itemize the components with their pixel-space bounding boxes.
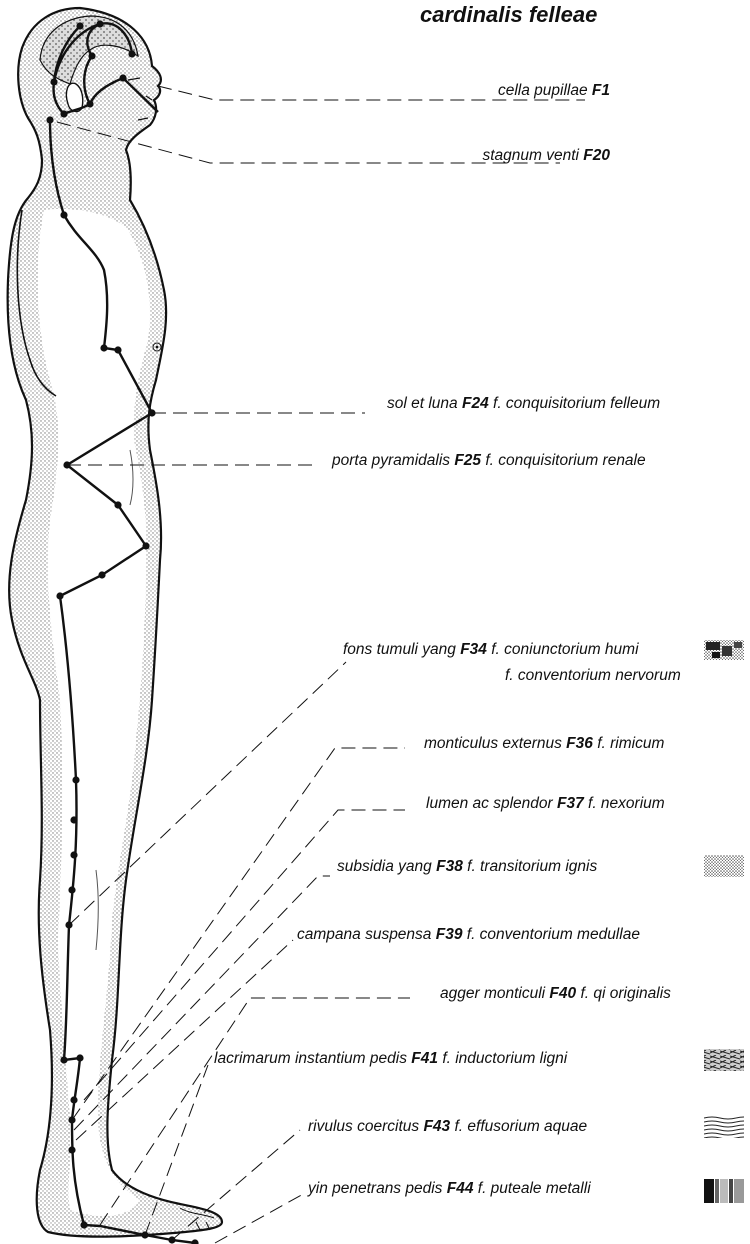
acupoint-dot [60, 110, 67, 117]
acupoint-dot [86, 100, 93, 107]
acupoint-dot [65, 921, 72, 928]
acupoint-dot [50, 78, 57, 85]
leader-f38 [74, 876, 330, 1130]
acupoint-dot [80, 1221, 87, 1228]
acupoint-dot [70, 1096, 77, 1103]
acupoint-dot [100, 344, 107, 351]
acupoint-dot [70, 816, 77, 823]
leader-f39 [76, 940, 293, 1140]
leader-f44 [215, 1193, 305, 1243]
acupoint-dot [60, 211, 67, 218]
acupoint-dot [56, 592, 63, 599]
label-f20: stagnum venti F20 [482, 147, 610, 165]
acupoint-dot [63, 461, 70, 468]
acupoint-dot [128, 50, 135, 57]
acupoint-dot [68, 1146, 75, 1153]
leader-f43 [172, 1130, 300, 1240]
leader-f34 [69, 662, 346, 925]
label-f36: monticulus externus F36 f. rimicum [424, 735, 664, 753]
acupoint-dot [96, 20, 103, 27]
label-f37: lumen ac splendor F37 f. nexorium [426, 795, 665, 813]
acupoint-dot [72, 776, 79, 783]
label-f24: sol et luna F24 f. conquisitorium felleu… [387, 395, 660, 413]
acupoint-dot [191, 1239, 198, 1244]
label-f25: porta pyramidalis F25 f. conquisitorium … [332, 452, 646, 470]
acupoint-dot [60, 1056, 67, 1063]
acupoint-dot [114, 346, 121, 353]
acupoint-dot [114, 501, 121, 508]
acupoint-dot [168, 1236, 175, 1243]
label-f34-extra: f. conventorium nervorum [505, 667, 681, 685]
acupoint-dot [98, 571, 105, 578]
acupoint-dot [68, 886, 75, 893]
label-f1: cella pupillae F1 [498, 82, 610, 100]
acupoint-dot [76, 1054, 83, 1061]
label-f43: rivulus coercitus F43 f. effusorium aqua… [308, 1118, 587, 1136]
acupoint-dot [148, 409, 155, 416]
acupoint-dot [46, 116, 53, 123]
acupoint-dot [70, 851, 77, 858]
acupoint-dot [88, 52, 95, 59]
label-f40: agger monticuli F40 f. qi originalis [440, 985, 671, 1003]
label-f34: fons tumuli yang F34 f. coniunctorium hu… [343, 641, 639, 659]
label-f44: yin penetrans pedis F44 f. puteale metal… [308, 1180, 591, 1198]
leader-f41 [145, 1065, 208, 1235]
acupoint-dot [142, 542, 149, 549]
label-f39: campana suspensa F39 f. conventorium med… [297, 926, 640, 944]
acupoint-dot [76, 22, 83, 29]
label-f38: subsidia yang F38 f. transitorium ignis [337, 858, 597, 876]
acupoint-dot [141, 1231, 148, 1238]
acupoint-dot [68, 1116, 75, 1123]
label-f41: lacrimarum instantium pedis F41 f. induc… [214, 1050, 567, 1068]
acupoint-dot [119, 74, 126, 81]
